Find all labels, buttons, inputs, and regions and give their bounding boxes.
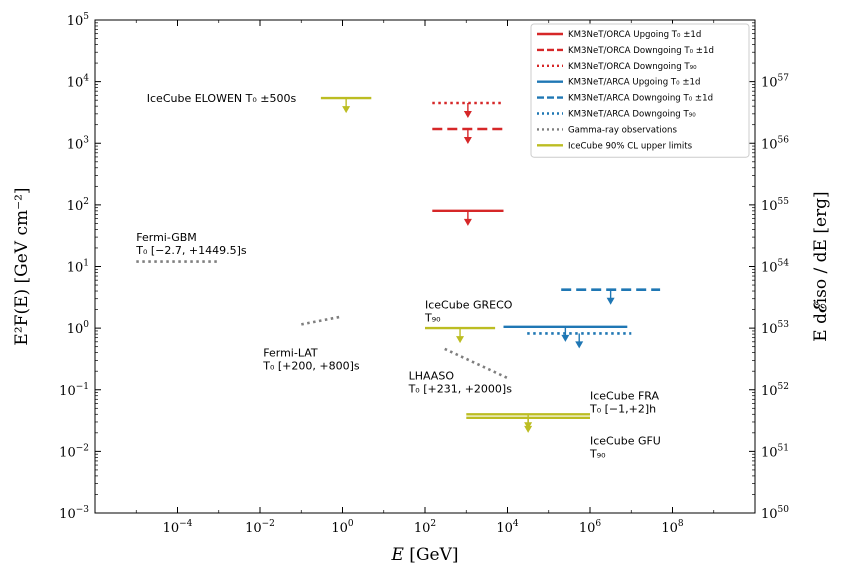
legend-label: IceCube 90% CL upper limits <box>568 141 693 151</box>
right-tick-label: 1051 <box>761 443 789 460</box>
series-line <box>301 315 343 326</box>
x-axis-label: E [GeV] <box>390 545 458 565</box>
y-tick-label: 10−2 <box>59 443 89 460</box>
legend-box <box>530 23 750 158</box>
y-tick-label: 10−3 <box>59 505 89 522</box>
right-tick-label: 1054 <box>761 259 789 276</box>
legend-label: Gamma-ray observations <box>568 125 677 135</box>
x-tick-label: 10−2 <box>245 519 275 536</box>
right-axis-label: E d𝓔iso / dE [erg] <box>811 191 831 341</box>
right-tick-label: 1057 <box>761 74 789 91</box>
y-axis-label: E²F(E) [GeV cm⁻²] <box>12 187 32 345</box>
upper-limit-arrow-head <box>463 137 472 145</box>
upper-limit-arrow-head <box>575 341 584 349</box>
right-tick-label: 1050 <box>761 505 789 522</box>
annotation-text: Fermi-GBM <box>136 231 197 244</box>
y-tick-label: 101 <box>67 259 89 276</box>
x-tick-label: 108 <box>661 519 684 536</box>
axis-labels: E [GeV] E²F(E) [GeV cm⁻²] E d𝓔iso / dE [er… <box>12 187 831 565</box>
annotation-text: LHAASO <box>409 370 455 383</box>
upper-limit-arrow-head <box>342 106 351 114</box>
series <box>136 96 661 433</box>
upper-limit-arrow-head <box>456 336 465 344</box>
x-tick-label: 104 <box>496 519 519 536</box>
y-tick-label: 10−1 <box>59 382 89 399</box>
x-tick-label: 10−4 <box>163 519 193 536</box>
x-tick-label: 102 <box>414 519 436 536</box>
annotation-text: IceCube GRECO <box>425 299 513 312</box>
legend-label: KM3NeT/ARCA Upgoing T₀ ±1d <box>568 78 700 88</box>
annotation-text: T₀ [+231, +2000]s <box>408 383 513 396</box>
y-tick-label: 100 <box>67 320 90 337</box>
legend-label: KM3NeT/ARCA Downgoing T₀ ±1d <box>568 94 713 104</box>
right-tick-label: 1055 <box>761 197 789 214</box>
legend-label: KM3NeT/ARCA Downgoing T₉₀ <box>568 110 696 120</box>
upper-limit-arrow-head <box>561 334 570 342</box>
series-line <box>444 347 509 380</box>
x-tick-label: 100 <box>331 519 354 536</box>
right-tick-label: 1056 <box>761 135 789 152</box>
y-tick-label: 105 <box>67 12 90 29</box>
y-tick-label: 104 <box>67 74 90 91</box>
right-tick-label: 1053 <box>761 320 789 337</box>
annotation-text: T₀ [−2.7, +1449.5]s <box>135 244 247 257</box>
legend-label: KM3NeT/ORCA Downgoing T₀ ±1d <box>568 46 714 56</box>
legend-label: KM3NeT/ORCA Downgoing T₉₀ <box>568 62 697 72</box>
annotation-text: Fermi-LAT <box>263 347 318 360</box>
upper-limit-arrow-head <box>463 218 472 226</box>
upper-limit-arrow-head <box>463 110 472 118</box>
y-tick-label: 102 <box>67 197 89 214</box>
y-tick-label: 103 <box>67 135 90 152</box>
right-tick-label: 1052 <box>761 382 789 399</box>
annotation-text: T₀ [+200, +800]s <box>262 360 360 373</box>
annotation-text: T₉₀ <box>424 312 441 325</box>
upper-limit-arrow-head <box>606 297 615 305</box>
legend-label: KM3NeT/ORCA Upgoing T₀ ±1d <box>568 30 701 40</box>
x-tick-label: 106 <box>579 519 602 536</box>
annotation-text: T₉₀ <box>589 448 606 461</box>
annotation-text: IceCube ELOWEN T₀ ±500s <box>147 92 297 105</box>
upper-limit-arrow-head <box>524 425 533 433</box>
annotation-text: T₀ [−1,+2]h <box>589 403 656 416</box>
ticks: 10−4 10−2 100 102 104 106 108 10−3 10−2 10−1 100 10… <box>59 12 789 536</box>
annotation-text: IceCube GFU <box>590 435 661 448</box>
annotation-text: IceCube FRA <box>590 390 659 403</box>
